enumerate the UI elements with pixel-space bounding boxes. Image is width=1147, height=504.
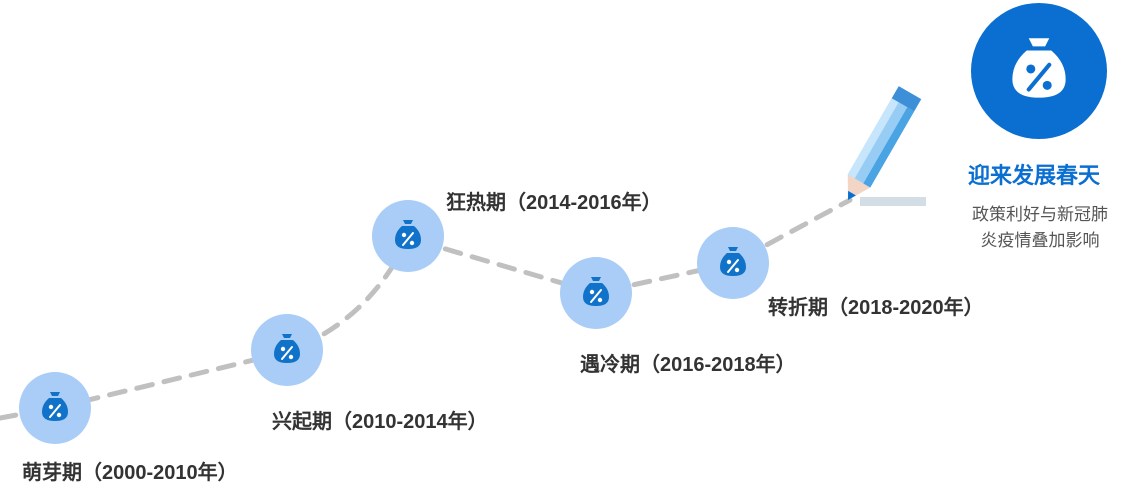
- stage-label-3: 狂热期（2014-2016年）: [446, 192, 662, 214]
- stage-node-5: [697, 227, 769, 299]
- stage-label-5: 转折期（2018-2020年）: [768, 297, 984, 319]
- final-title: 迎来发展春天: [968, 163, 1101, 188]
- pencil-icon: [847, 86, 926, 206]
- stage-label-1: 萌芽期（2000-2010年）: [22, 462, 238, 484]
- stage-node-2: [251, 314, 323, 386]
- stage-label-2: 兴起期（2010-2014年）: [272, 411, 488, 433]
- stage-node-3: [372, 200, 444, 272]
- final-description: 政策利好与新冠肺 炎疫情叠加影响: [940, 202, 1140, 254]
- stage-node-1: [19, 372, 91, 444]
- stage-node-4: [560, 257, 632, 329]
- final-node: [971, 3, 1107, 139]
- final-description-line-2: 炎疫情叠加影响: [980, 231, 1100, 250]
- stage-label-4: 遇冷期（2016-2018年）: [580, 354, 796, 376]
- final-description-line-1: 政策利好与新冠肺: [972, 205, 1108, 224]
- percent-money-bag-icon: [1012, 38, 1066, 98]
